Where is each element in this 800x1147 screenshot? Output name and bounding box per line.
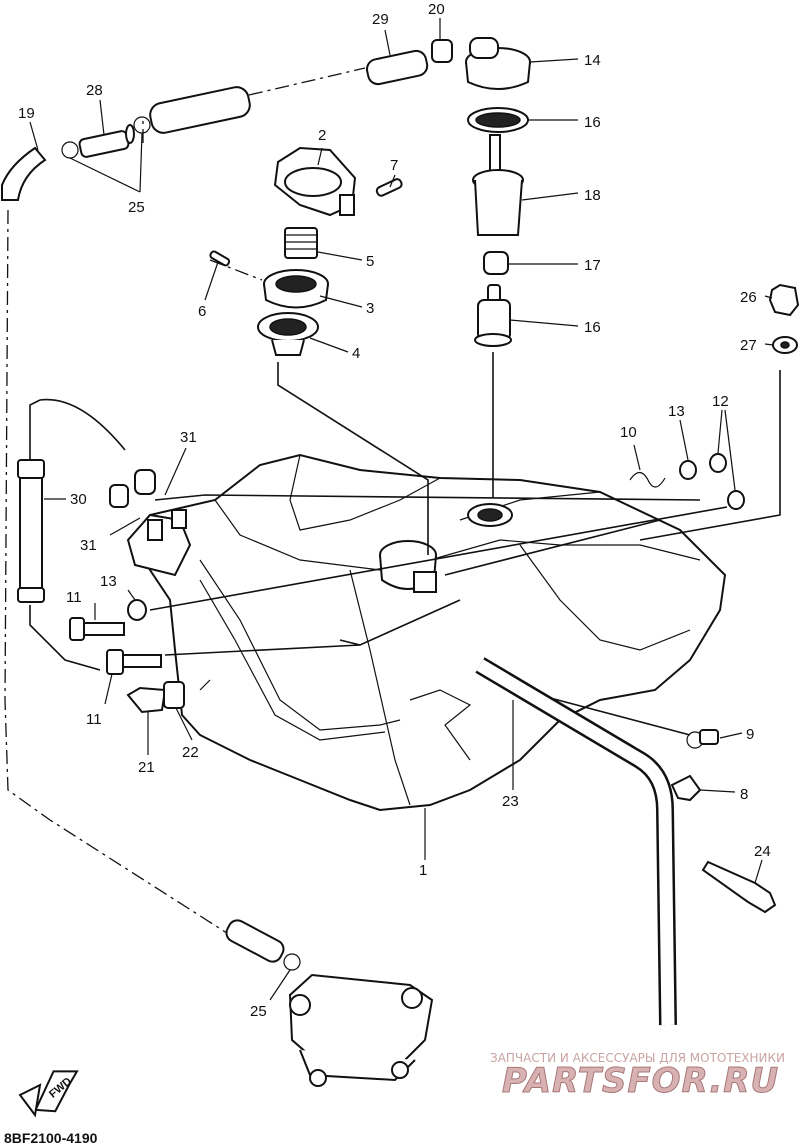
damper-21 [126, 686, 167, 714]
callout-31b: 31 [80, 537, 97, 554]
watermark-tagline: ЗАПЧАСТИ И АКСЕССУАРЫ ДЛЯ МОТОТЕХНИКИ [490, 1051, 785, 1065]
callout-28: 28 [86, 82, 103, 99]
strainer-18 [472, 134, 524, 236]
bolt-11-lower [106, 649, 162, 675]
seal-17 [483, 251, 509, 275]
callout-29: 29 [372, 11, 389, 28]
callout-18: 18 [584, 187, 601, 204]
callouts: 1 2 3 4 5 6 7 8 9 10 11 11 12 13 13 14 1… [18, 1, 771, 1020]
washer-13-right [679, 460, 697, 480]
hose-29 [366, 49, 429, 86]
diagram-code: 8BF2100-4190 [4, 1130, 98, 1146]
spring-5 [284, 227, 318, 259]
ring-3 [263, 269, 329, 309]
callout-31a: 31 [180, 429, 197, 446]
callout-14: 14 [584, 52, 601, 69]
watermark-logo: PARTSFOR.RU [502, 1061, 779, 1101]
hose-19 [1, 146, 47, 201]
callout-16b: 16 [584, 319, 601, 336]
callout-21: 21 [138, 759, 155, 776]
callout-30: 30 [70, 491, 87, 508]
callout-23: 23 [502, 793, 519, 810]
callout-27: 27 [740, 337, 757, 354]
fuel-cock-14 [465, 37, 531, 90]
fuel-tank [126, 453, 727, 812]
callout-22: 22 [182, 744, 199, 761]
gasket-4 [257, 312, 319, 356]
hose-lower [225, 919, 301, 971]
callout-20: 20 [428, 1, 445, 18]
washer-12 [709, 453, 745, 510]
fwd-arrow: FWD [18, 1070, 79, 1118]
callout-8: 8 [740, 786, 748, 803]
callout-1: 1 [419, 862, 427, 879]
callout-6: 6 [198, 303, 206, 320]
callout-7: 7 [390, 157, 398, 174]
callout-26: 26 [740, 289, 757, 306]
clip-10 [629, 471, 666, 488]
pin-6 [209, 250, 231, 267]
callout-25b: 25 [250, 1003, 267, 1020]
callout-25a: 25 [128, 199, 145, 216]
callout-13b: 13 [100, 573, 117, 590]
nut-26 [768, 283, 800, 317]
callout-10: 10 [620, 424, 637, 441]
callout-11a: 11 [66, 589, 82, 606]
cap-2 [273, 146, 357, 217]
hose-upper [149, 86, 251, 134]
callout-16a: 16 [584, 114, 601, 131]
oring-16-upper [467, 107, 529, 133]
bolt-11-upper [69, 617, 125, 641]
clip-20 [431, 39, 453, 63]
callout-17: 17 [584, 257, 601, 274]
callout-13a: 13 [668, 403, 685, 420]
fuel-pump [288, 973, 434, 1087]
pipe-28 [78, 124, 135, 158]
breather-pipe-23 [475, 657, 677, 1026]
clip-9 [686, 729, 719, 749]
hose-30 [17, 459, 45, 603]
callout-3: 3 [366, 300, 374, 317]
callout-19: 19 [18, 105, 35, 122]
bolt-24 [701, 860, 777, 914]
callout-2: 2 [318, 127, 326, 144]
callout-11b: 11 [86, 711, 102, 728]
callout-12: 12 [712, 393, 729, 410]
oring-16-lower [474, 284, 512, 347]
clamp-22 [163, 681, 185, 709]
bushing-31 [109, 469, 156, 508]
callout-24: 24 [754, 843, 771, 860]
callout-9: 9 [746, 726, 754, 743]
holder-8 [670, 774, 702, 802]
callout-4: 4 [352, 345, 360, 362]
callout-5: 5 [366, 253, 374, 270]
pin-7 [375, 178, 403, 197]
leader-lines [29, 18, 774, 1001]
washer-13-left [127, 599, 147, 621]
washer-27 [772, 336, 798, 354]
